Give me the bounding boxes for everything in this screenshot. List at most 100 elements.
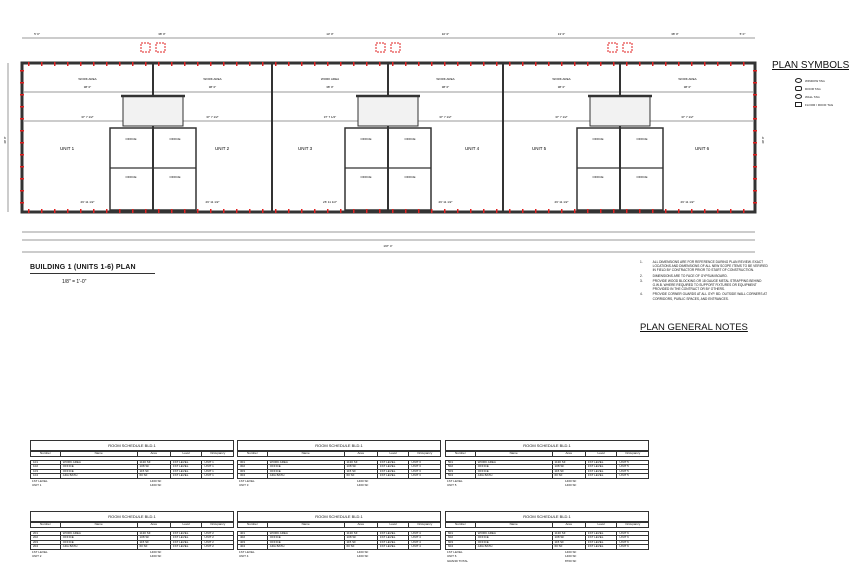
table-cell: 504 (445, 473, 476, 479)
column-header: Occupancy (408, 522, 441, 528)
wall-tag-mark (275, 62, 277, 66)
column-header: Level (169, 451, 203, 457)
wall-tag-mark (587, 209, 589, 213)
wall-tag-mark (691, 209, 693, 213)
plan-symbols-title: PLAN SYMBOLS (772, 60, 849, 71)
office-label: OFFICE (170, 175, 181, 179)
column-header: Name (59, 522, 138, 528)
column-header: Occupancy (201, 522, 234, 528)
wall-tag-mark (600, 209, 602, 213)
office-label: OFFICE (126, 137, 137, 141)
dimension-text: 37' 7 1/2" (681, 115, 693, 119)
wall-tag-mark (392, 62, 394, 66)
wall-tag-mark (171, 62, 173, 66)
note-text: ALL DIMENSIONS ARE FOR REFERENCE DURING … (652, 260, 768, 273)
dimension-text: 5' 0" (740, 32, 746, 36)
wall-tag-mark (327, 209, 329, 213)
wall-tag-mark (691, 62, 693, 66)
window-tag-icon (390, 42, 401, 53)
wall-tag-mark (80, 209, 82, 213)
wall-tag-mark (444, 209, 446, 213)
wall-tag-mark (41, 62, 43, 66)
wall-tag-mark (626, 209, 628, 213)
schedule-title: ROOM SCHEDULE BLD.1 (237, 511, 441, 522)
column-header: Name (266, 451, 345, 457)
column-header: Occupancy (408, 451, 441, 457)
wall-tag-mark (379, 62, 381, 66)
wall-tag-mark (28, 62, 30, 66)
dimension-text: 38' 0" (158, 32, 165, 36)
window-tag-icon (607, 42, 618, 53)
wall-tag-mark (223, 209, 225, 213)
wall-tag-mark (119, 62, 121, 66)
wall-tag-mark (405, 209, 407, 213)
dimension-text: 26' 11 1/2" (81, 200, 95, 204)
wall-tag-mark (457, 209, 459, 213)
note-number: 2. (640, 273, 643, 278)
work-area-label: WORK AREA (78, 77, 96, 81)
office-label: OFFICE (405, 175, 416, 179)
schedule-title: ROOM SCHEDULE BLD.1 (30, 511, 234, 522)
wall-tag-mark (106, 62, 108, 66)
total-value: 1460 SF (565, 483, 577, 488)
dimension-text: 38' 0" (671, 32, 678, 36)
window-tag-icon (622, 42, 633, 53)
total-label: UNIT 2 (32, 554, 42, 559)
table-cell: ADA BATH (474, 544, 553, 550)
total-label: UNIT 5 (447, 483, 457, 488)
unit-label: UNIT 4 (465, 146, 480, 151)
wall-tag-mark (93, 209, 95, 213)
table-cell: 304 (237, 473, 268, 479)
wall-tag-mark (132, 209, 134, 213)
wall-tag-mark (470, 62, 472, 66)
wall-tag-mark (626, 62, 628, 66)
wall-tag-mark (730, 209, 732, 213)
wall-tag-mark (522, 62, 524, 66)
total-value: 1460 SF (357, 549, 369, 554)
note-item: 4.PROVIDE CORNER GUARDS AT ALL GYP. BD. … (640, 292, 770, 300)
wall-tag-mark (639, 62, 641, 66)
table-cell: UNIT 5 (616, 473, 649, 479)
table-cell: ADA BATH (59, 473, 138, 479)
wall-tag-mark (210, 209, 212, 213)
wall-tag-mark (275, 209, 277, 213)
wall-tag-mark (54, 62, 56, 66)
wall-tag-mark (470, 209, 472, 213)
note-item: 2. DIMENSIONS ARE TO FACE OF GYPSUM BOARD… (640, 274, 770, 278)
office-label: OFFICE (126, 175, 137, 179)
wall-tag-mark (405, 62, 407, 66)
column-header: Name (59, 451, 138, 457)
wall-tag-mark (366, 62, 368, 66)
wall-tag-mark (483, 62, 485, 66)
window-tag-icon (375, 42, 386, 53)
total-value: 1460 SF (565, 554, 577, 559)
office-label: OFFICE (593, 137, 604, 141)
total-value: 1460 SF (357, 483, 369, 488)
ada-bath (122, 95, 184, 127)
wall-tag-mark (509, 209, 511, 213)
wall-tag-mark (574, 62, 576, 66)
wall-tag-mark (184, 62, 186, 66)
wall-tag-icon (795, 94, 802, 99)
column-header: Level (584, 451, 618, 457)
symbol-label: DOOR TAG (805, 86, 821, 91)
table-cell: 204 (30, 544, 61, 550)
wall-tag-mark (431, 209, 433, 213)
wall-tag-mark (665, 209, 667, 213)
wall-tag-mark (496, 209, 498, 213)
dimension-text: 38' 0" (209, 85, 216, 89)
office-label: OFFICE (170, 137, 181, 141)
wall-tag-mark (119, 209, 121, 213)
note-text: DIMENSIONS ARE TO FACE OF GYPSUM BOARD. (652, 273, 728, 278)
unit-label: UNIT 2 (215, 146, 230, 151)
wall-tag-mark (288, 209, 290, 213)
total-value: 1460 SF (357, 554, 369, 559)
wall-tag-mark (158, 62, 160, 66)
